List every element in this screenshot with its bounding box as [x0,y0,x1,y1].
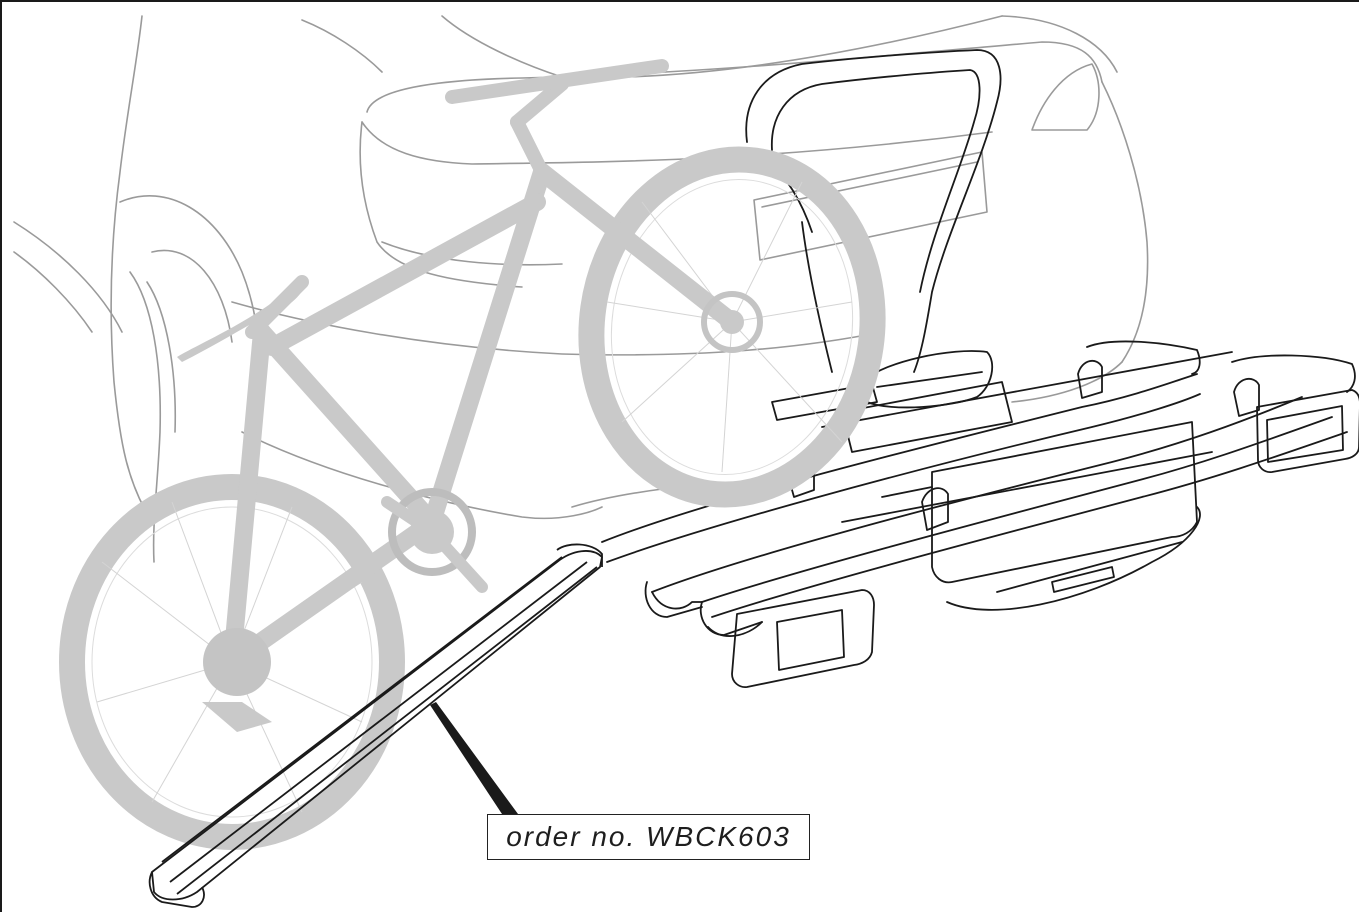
car-outline-icon [13,15,1149,563]
bike-carrier-icon [601,49,1359,688]
loading-ramp-icon [148,543,603,908]
callout-leader-icon [430,702,518,814]
bicycle-silhouette-icon [59,59,886,850]
order-number-callout: order no. WBCK603 [487,814,810,860]
order-number-label: order no. WBCK603 [506,821,791,852]
